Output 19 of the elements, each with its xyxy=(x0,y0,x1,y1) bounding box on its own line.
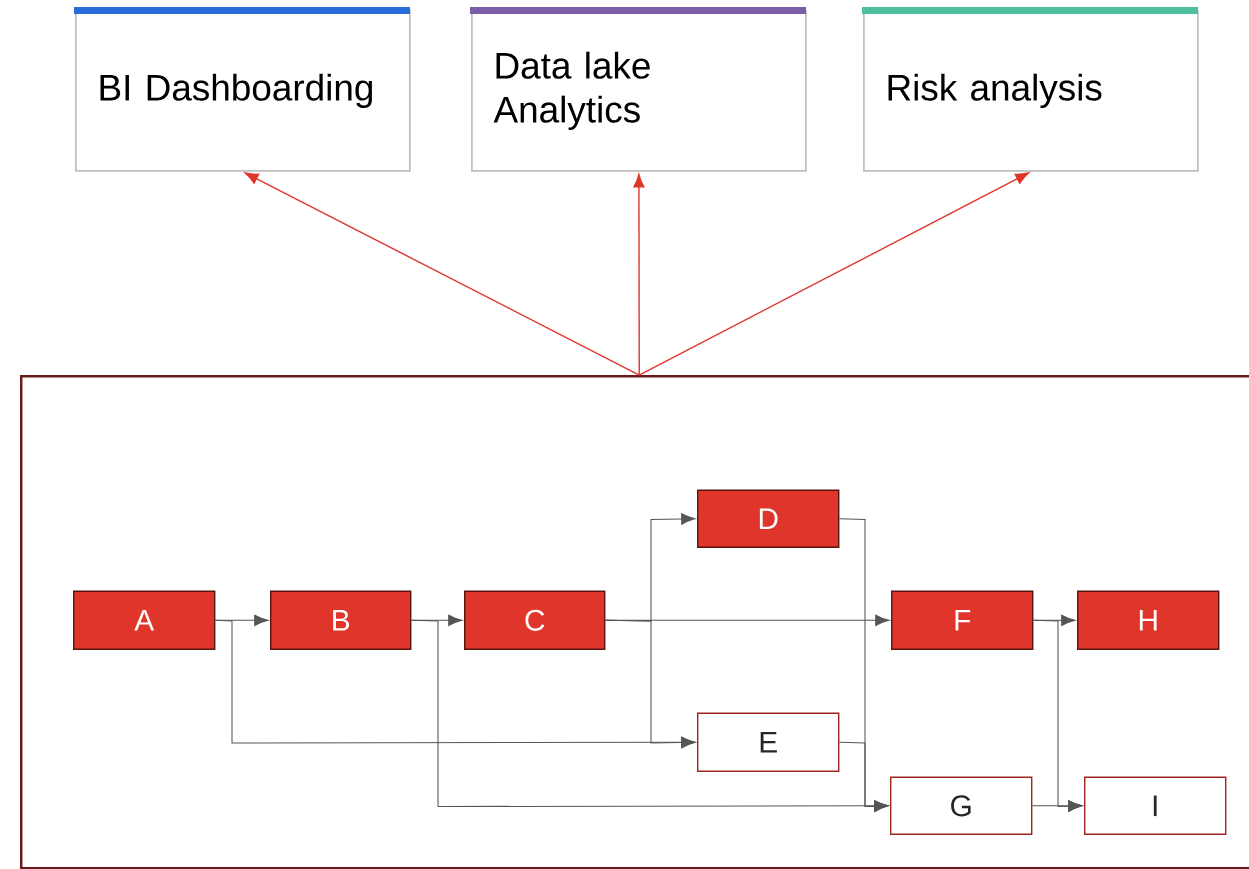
task-box: F xyxy=(891,590,1034,650)
task-box: B xyxy=(270,590,412,650)
arrow xyxy=(638,172,1030,376)
task-box: C xyxy=(464,590,606,650)
task-box: H xyxy=(1077,590,1220,650)
task-box: A xyxy=(73,590,216,650)
arrow xyxy=(244,172,640,376)
frame xyxy=(20,375,1249,869)
arrow xyxy=(633,173,645,376)
card: Risk analysis xyxy=(862,7,1199,172)
task-box: D xyxy=(697,489,840,548)
arrow xyxy=(838,741,889,812)
task-box: E xyxy=(697,712,840,772)
task-box: G xyxy=(890,776,1033,835)
arrow xyxy=(1031,800,1083,812)
arrow xyxy=(604,614,890,627)
card: BI Dashboarding xyxy=(74,7,411,172)
task-box: I xyxy=(1084,776,1227,835)
card: Data lake Analytics xyxy=(470,7,807,172)
